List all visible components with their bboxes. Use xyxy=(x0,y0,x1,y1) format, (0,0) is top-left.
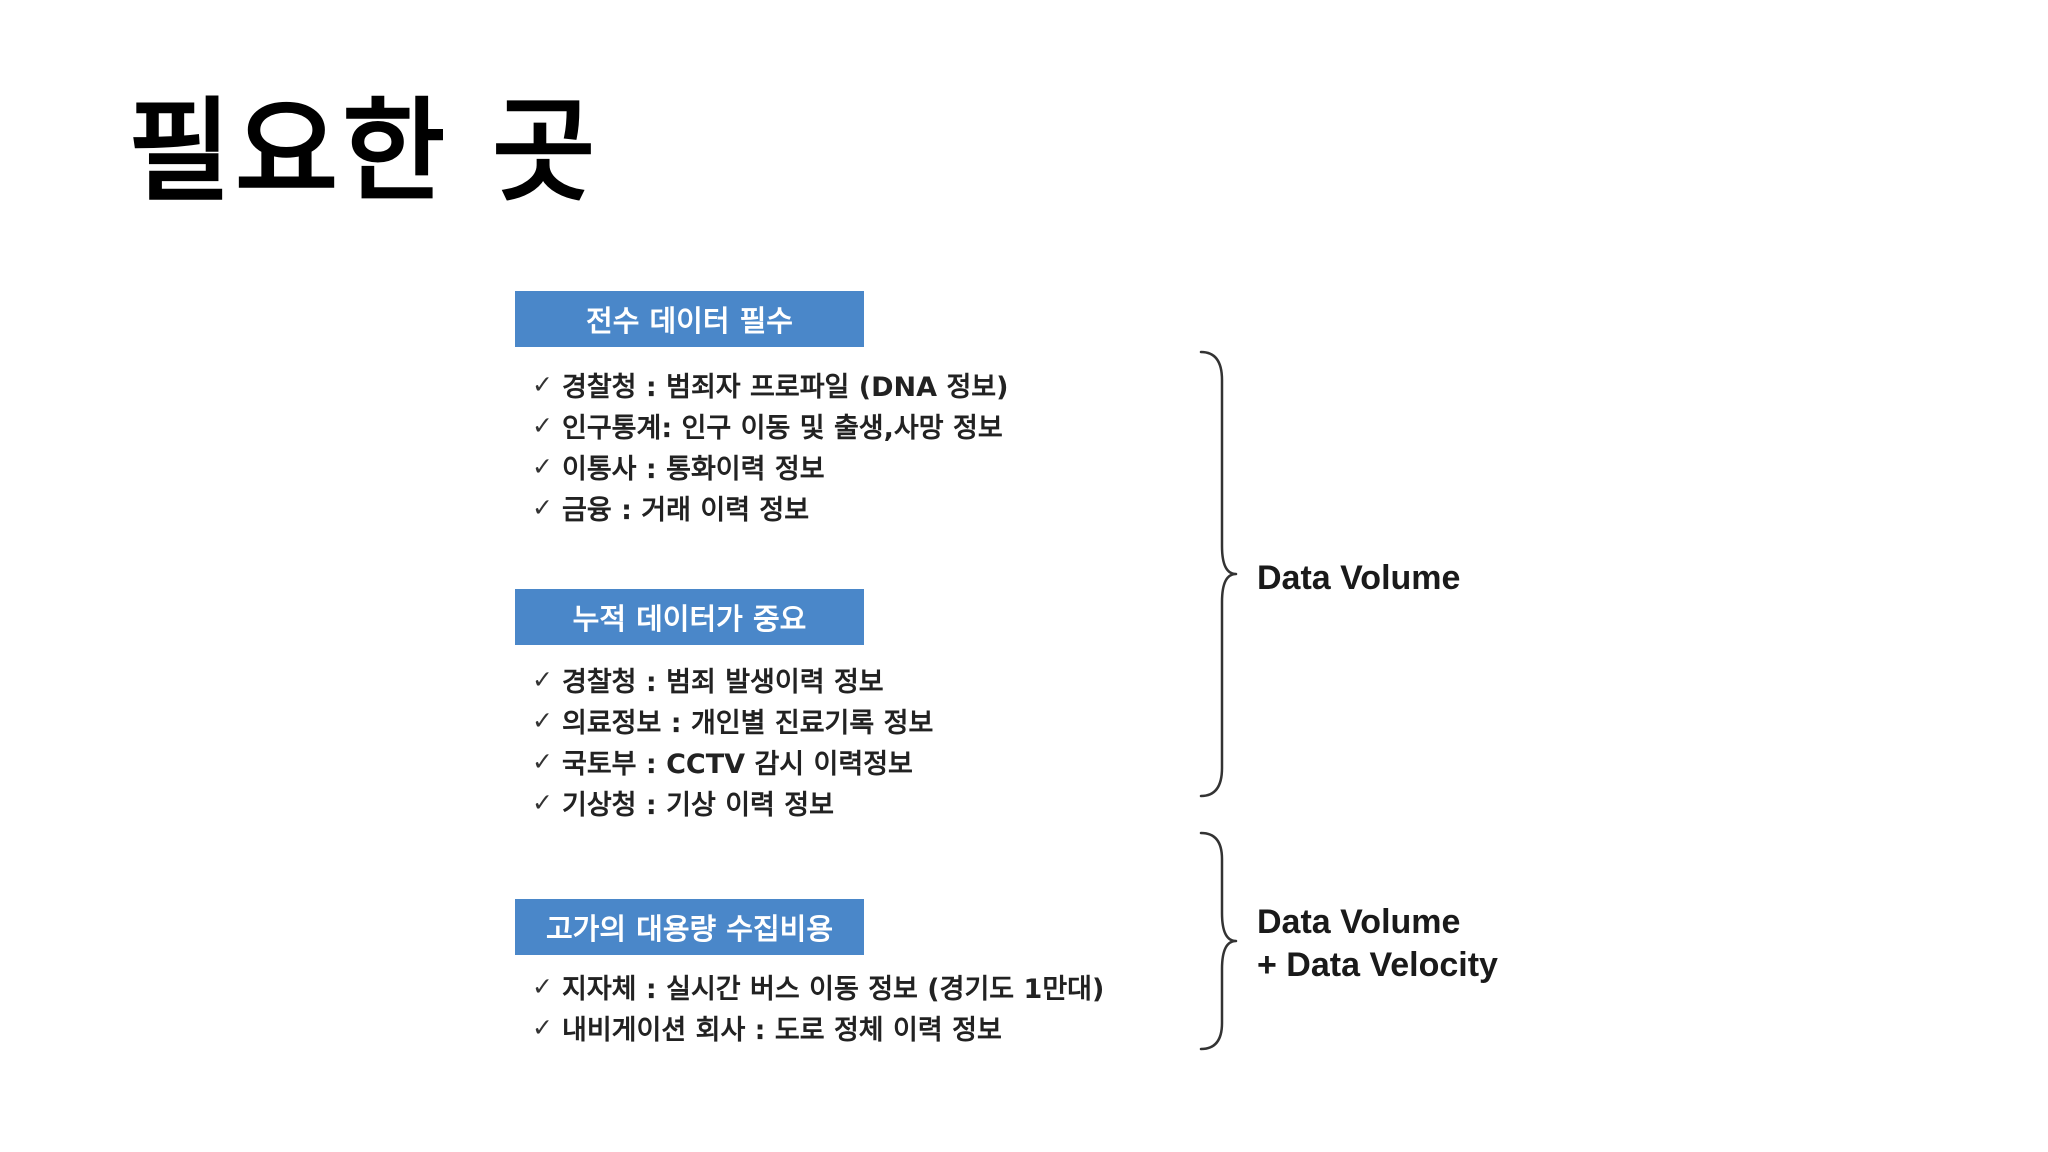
section-header-full-data: 전수 데이터 필수 xyxy=(515,291,864,347)
check-icon: ✓ xyxy=(532,370,553,399)
list-item-text: 의료정보 : 개인별 진료기록 정보 xyxy=(562,708,934,739)
list-item-text: 내비게이션 회사 : 도로 정체 이력 정보 xyxy=(562,1015,1002,1046)
check-icon: ✓ xyxy=(532,788,553,817)
list-item-text: 경찰청 : 범죄자 프로파일 (DNA 정보) xyxy=(562,372,1009,403)
brace-label-line-1: Data Volume xyxy=(1257,903,1461,941)
section-list-cumulative-data: ✓ 경찰청 : 범죄 발생이력 정보 ✓ 의료정보 : 개인별 진료기록 정보 ✓ 국… xyxy=(532,659,933,823)
section-header-cumulative-data: 누적 데이터가 중요 xyxy=(515,589,864,645)
check-icon: ✓ xyxy=(532,493,553,522)
list-item: ✓ 이통사 : 통화이력 정보 xyxy=(532,446,1008,487)
list-item-text: 국토부 : CCTV 감시 이력정보 xyxy=(562,749,913,780)
list-item: ✓ 지자체 : 실시간 버스 이동 정보 (경기도 1만대) xyxy=(532,966,1104,1007)
section-list-collection-cost: ✓ 지자체 : 실시간 버스 이동 정보 (경기도 1만대) ✓ 내비게이션 회사 … xyxy=(532,966,1104,1048)
brace-label-data-volume: Data Volume xyxy=(1257,559,1461,597)
list-item: ✓ 내비게이션 회사 : 도로 정체 이력 정보 xyxy=(532,1007,1104,1048)
list-item-text: 경찰청 : 범죄 발생이력 정보 xyxy=(562,667,884,698)
section-list-full-data: ✓ 경찰청 : 범죄자 프로파일 (DNA 정보) ✓ 인구통계: 인구 이동 및 … xyxy=(532,364,1008,528)
brace-data-volume xyxy=(1199,350,1238,798)
section-header-collection-cost: 고가의 대용량 수집비용 xyxy=(515,899,864,955)
check-icon: ✓ xyxy=(532,706,553,735)
list-item-text: 인구통계: 인구 이동 및 출생,사망 정보 xyxy=(562,413,1003,444)
list-item: ✓ 경찰청 : 범죄 발생이력 정보 xyxy=(532,659,933,700)
brace-data-volume-velocity xyxy=(1199,831,1238,1051)
list-item-text: 금융 : 거래 이력 정보 xyxy=(562,495,810,526)
list-item-text: 지자체 : 실시간 버스 이동 정보 (경기도 1만대) xyxy=(562,974,1105,1005)
check-icon: ✓ xyxy=(532,747,553,776)
check-icon: ✓ xyxy=(532,411,553,440)
list-item: ✓ 의료정보 : 개인별 진료기록 정보 xyxy=(532,700,933,741)
slide-title: 필요한 곳 xyxy=(128,87,600,217)
list-item: ✓ 국토부 : CCTV 감시 이력정보 xyxy=(532,741,933,782)
list-item: ✓ 인구통계: 인구 이동 및 출생,사망 정보 xyxy=(532,405,1008,446)
check-icon: ✓ xyxy=(532,452,553,481)
list-item: ✓ 기상청 : 기상 이력 정보 xyxy=(532,782,933,823)
check-icon: ✓ xyxy=(532,1013,553,1042)
list-item: ✓ 경찰청 : 범죄자 프로파일 (DNA 정보) xyxy=(532,364,1008,405)
list-item: ✓ 금융 : 거래 이력 정보 xyxy=(532,487,1008,528)
check-icon: ✓ xyxy=(532,972,553,1001)
check-icon: ✓ xyxy=(532,665,553,694)
brace-label-line-2: + Data Velocity xyxy=(1257,946,1498,984)
list-item-text: 기상청 : 기상 이력 정보 xyxy=(562,790,834,821)
list-item-text: 이통사 : 통화이력 정보 xyxy=(562,454,825,485)
